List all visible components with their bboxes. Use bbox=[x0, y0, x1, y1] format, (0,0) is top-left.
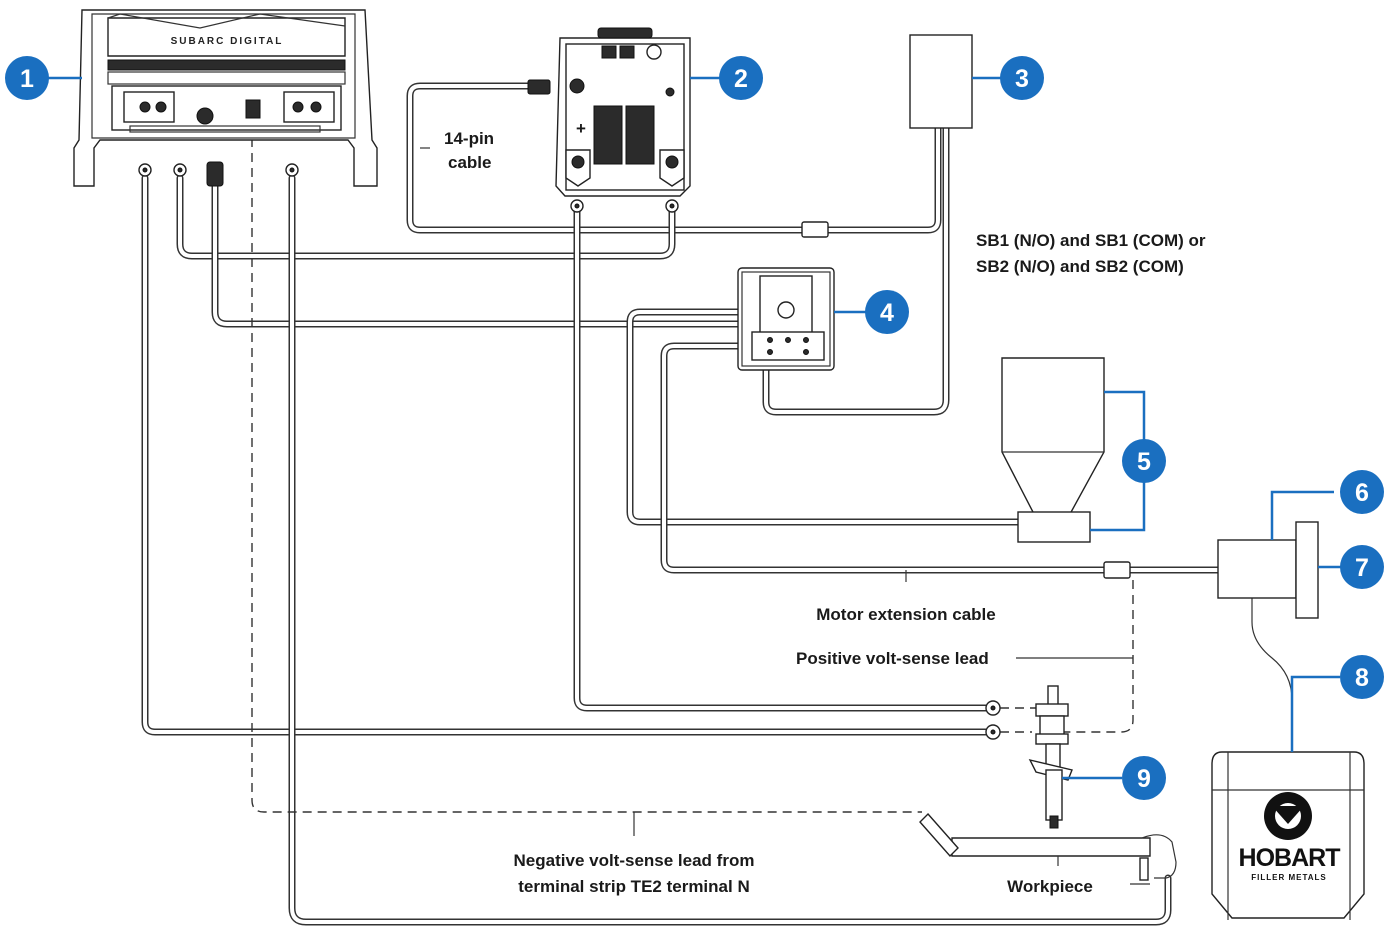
svg-text:7: 7 bbox=[1355, 554, 1369, 582]
power-source: SUBARC DIGITAL bbox=[73, 9, 378, 187]
workpiece-assembly bbox=[919, 812, 1177, 885]
label-positive-sense: Positive volt-sense lead bbox=[796, 649, 989, 668]
welding-torch bbox=[985, 685, 1073, 829]
label-sb-line2: SB2 (N/O) and SB2 (COM) bbox=[976, 257, 1184, 276]
callout-7: 7 bbox=[1340, 545, 1384, 589]
cable-work-lead bbox=[288, 174, 1172, 926]
labels: 14-pin cable SB1 (N/O) and SB1 (COM) or … bbox=[444, 129, 1206, 896]
wire-drum: HOBART FILLER METALS bbox=[1211, 751, 1365, 920]
interface-box bbox=[737, 267, 835, 371]
svg-text:3: 3 bbox=[1015, 65, 1029, 93]
svg-text:8: 8 bbox=[1355, 664, 1369, 692]
callout-5: 5 bbox=[1122, 439, 1166, 483]
control-receptacle-icon bbox=[196, 107, 214, 125]
inline-connector-14pin bbox=[801, 221, 829, 238]
negative-volt-sense-lead bbox=[251, 108, 922, 813]
callout-8: 8 bbox=[1340, 655, 1384, 699]
label-14pin-line1: 14-pin bbox=[444, 129, 494, 148]
label-negative-sense-line2: terminal strip TE2 terminal N bbox=[518, 877, 749, 896]
svg-text:1: 1 bbox=[20, 65, 34, 93]
inline-connector-motor bbox=[1103, 561, 1131, 579]
logo-sub: FILLER METALS bbox=[1251, 873, 1327, 882]
label-workpiece: Workpiece bbox=[1007, 877, 1093, 896]
logo-name: HOBART bbox=[1239, 844, 1341, 872]
control-plug-icon bbox=[206, 161, 224, 187]
svg-text:9: 9 bbox=[1137, 765, 1151, 793]
svg-text:6: 6 bbox=[1355, 479, 1369, 507]
callout-2: 2 bbox=[719, 56, 763, 100]
callout-4: 4 bbox=[865, 290, 909, 334]
label-14pin-line2: cable bbox=[448, 153, 491, 172]
label-motor-extension: Motor extension cable bbox=[816, 605, 995, 624]
svg-text:5: 5 bbox=[1137, 448, 1151, 476]
machine-label: SUBARC DIGITAL bbox=[171, 36, 284, 47]
svg-text:2: 2 bbox=[734, 65, 748, 93]
wire-to-spool bbox=[1251, 598, 1293, 752]
remote-pendant bbox=[909, 34, 973, 129]
callout-3: 3 bbox=[1000, 56, 1044, 100]
cables bbox=[141, 82, 1293, 926]
callout-1: 1 bbox=[5, 56, 49, 100]
svg-text:4: 4 bbox=[880, 299, 894, 327]
feeder-14pin-receptacle-icon bbox=[569, 78, 585, 94]
callouts: 1 2 3 4 5 6 7 8 bbox=[5, 56, 1384, 800]
positive-volt-sense-lead bbox=[1058, 580, 1134, 733]
callout-6: 6 bbox=[1340, 470, 1384, 514]
feeder-control: + bbox=[527, 27, 691, 213]
wire-drive-motor bbox=[1217, 521, 1319, 619]
positive-mark: + bbox=[576, 119, 586, 138]
leader-lines bbox=[420, 147, 1133, 866]
flux-hopper bbox=[1001, 357, 1105, 543]
callout-9: 9 bbox=[1122, 756, 1166, 800]
label-negative-sense-line1: Negative volt-sense lead from bbox=[514, 851, 755, 870]
label-sb-line1: SB1 (N/O) and SB1 (COM) or bbox=[976, 231, 1206, 250]
